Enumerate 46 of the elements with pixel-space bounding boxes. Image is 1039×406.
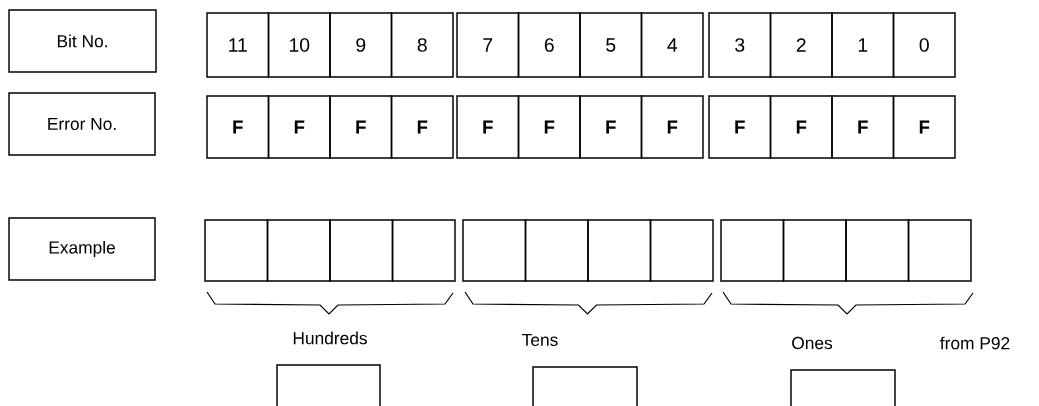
bit-cell: 3 — [708, 12, 772, 78]
label-box: Example — [8, 217, 156, 281]
bit-cell: F — [579, 95, 643, 159]
group-label: Tens — [522, 333, 558, 347]
bit-cell: 10 — [267, 12, 331, 78]
bit-cell: F — [267, 95, 331, 159]
empty-cell — [524, 219, 589, 282]
bit-cell: 2 — [769, 12, 833, 78]
empty-cell — [391, 219, 456, 282]
bit-cell: F — [329, 95, 393, 159]
bit-cell: 9 — [329, 12, 393, 78]
empty-cell — [782, 219, 847, 282]
empty-cell — [845, 219, 910, 282]
empty-cell — [266, 219, 331, 282]
bit-cell: F — [831, 95, 895, 159]
empty-cell — [907, 219, 972, 282]
empty-cell — [462, 219, 527, 282]
bit-cell: F — [892, 95, 956, 159]
empty-box — [790, 369, 896, 406]
bit-cell: F — [206, 95, 270, 159]
bit-cell: 0 — [892, 12, 956, 78]
label-box: Error No. — [8, 92, 156, 156]
empty-cell — [329, 219, 394, 282]
bit-cell: 1 — [831, 12, 895, 78]
bit-cell: F — [517, 95, 581, 159]
label-box: Bit No. — [8, 9, 157, 73]
empty-cell — [649, 219, 714, 282]
bit-cell: F — [456, 95, 520, 159]
bit-cell: 11 — [206, 12, 270, 78]
empty-box — [532, 366, 638, 406]
bit-cell: 7 — [456, 12, 520, 78]
bit-cell: F — [390, 95, 454, 159]
bit-cell: 5 — [579, 12, 643, 78]
group-label: Ones — [792, 336, 833, 350]
group-label: from P92 — [940, 336, 1010, 350]
empty-cell — [587, 219, 652, 282]
bit-cell: 6 — [517, 12, 581, 78]
bit-cell: F — [769, 95, 833, 159]
empty-cell — [204, 219, 269, 282]
group-label: Hundreds — [293, 331, 367, 345]
bit-cell: F — [640, 95, 704, 159]
bit-cell: 4 — [640, 12, 704, 78]
empty-box — [276, 364, 381, 406]
bit-cell: F — [708, 95, 772, 159]
bit-cell: 8 — [390, 12, 454, 78]
empty-cell — [720, 219, 785, 282]
